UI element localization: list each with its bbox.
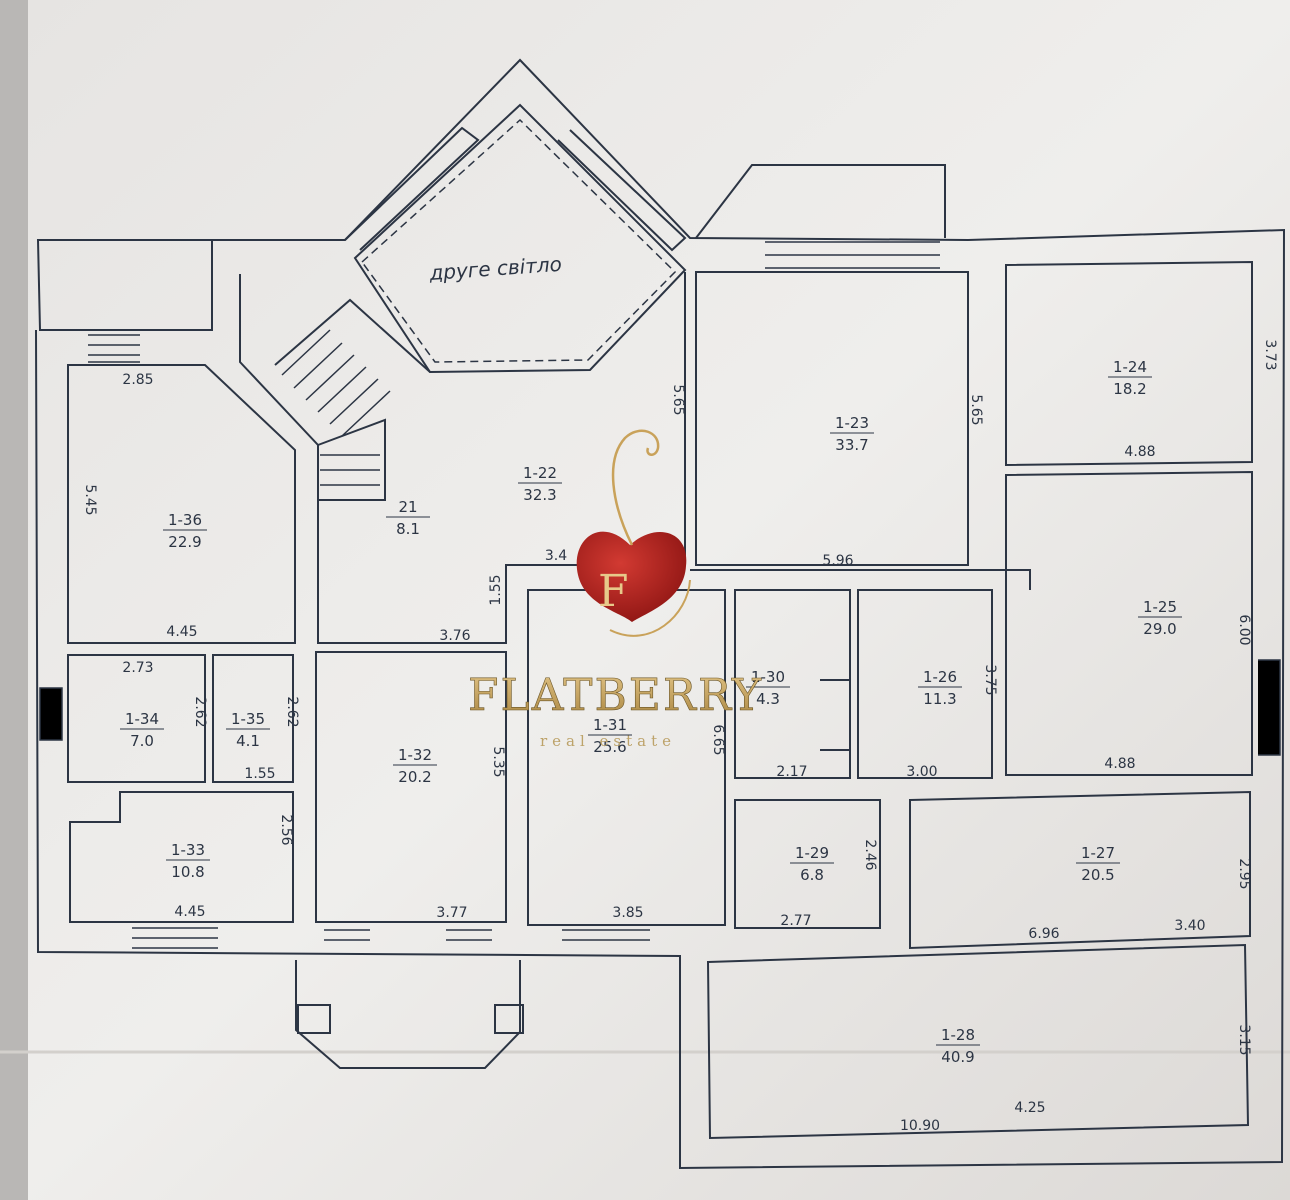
room-id: 21 (398, 498, 417, 516)
dimension-label: 2.17 (776, 764, 807, 780)
rooms: 1-22 32.3 1-23 33.7 1-24 18.2 1-25 29.0 1-26 11.3… (120, 358, 1182, 1066)
room-area: 11.3 (923, 690, 956, 708)
dimension-label: 3.15 (1236, 1024, 1252, 1055)
room-area: 4.1 (236, 732, 260, 750)
room-id: 1-25 (1143, 598, 1177, 616)
room-id: 1-22 (523, 464, 557, 482)
watermark-tagline: real estate (540, 732, 676, 750)
room-id: 1-34 (125, 710, 159, 728)
room-area: 6.8 (800, 866, 824, 884)
berry-icon (576, 531, 687, 622)
dimension-label: 1.55 (488, 574, 504, 605)
dimension-label: 10.90 (900, 1118, 940, 1134)
room-area: 7.0 (130, 732, 154, 750)
room-area: 25.6 (593, 738, 626, 756)
room-area: 8.1 (396, 520, 420, 538)
dimension-label: 2.62 (192, 696, 208, 727)
room-id: 1-23 (835, 414, 869, 432)
room-area: 40.9 (941, 1048, 974, 1066)
room-id: 1-30 (751, 668, 785, 686)
walls (35, 58, 1286, 1170)
dimension-label: 5.45 (82, 484, 98, 515)
room-id: 1-35 (231, 710, 265, 728)
dimension-label: 5.65 (670, 384, 686, 415)
room-area: 10.8 (171, 863, 204, 881)
dimension-label: 1.55 (244, 766, 275, 782)
dimension-label: 3.75 (982, 664, 998, 695)
room-id: 1-28 (941, 1026, 975, 1044)
dimension-label: 2.46 (862, 839, 878, 870)
paper-left-edge (0, 0, 28, 1200)
dimension-label: 2.62 (284, 696, 300, 727)
dimension-label: 3.76 (439, 628, 470, 644)
dimension-label: 5.35 (490, 746, 506, 777)
berry-stem-icon (611, 429, 660, 546)
room-id: 1-24 (1113, 358, 1147, 376)
dimension-label: 5.65 (968, 394, 984, 425)
dimension-label: 3.85 (612, 905, 643, 921)
dimension-label: 4.45 (174, 904, 205, 920)
dimension-label: 4.88 (1104, 756, 1135, 772)
dimension-label: 2.85 (122, 372, 153, 388)
dimension-label: 4.25 (1014, 1100, 1045, 1116)
room-id: 1-32 (398, 746, 432, 764)
room-area: 20.2 (398, 768, 431, 786)
dimension-label: 2.95 (1236, 858, 1252, 889)
dimension-label: 6.65 (710, 724, 726, 755)
watermark-brand: FLATBERRY (468, 670, 763, 721)
dimensions: 2.85 5.45 4.45 2.73 2.62 2.62 1.55 4.45 2.56 3.76… (82, 339, 1278, 1134)
dimension-label: 6.96 (1028, 926, 1059, 942)
dimension-label: 2.56 (278, 814, 294, 845)
room-id: 1-29 (795, 844, 829, 862)
room-id: 1-27 (1081, 844, 1115, 862)
room-area: 22.9 (168, 533, 201, 551)
room-area: 18.2 (1113, 380, 1146, 398)
dimension-label: 4.88 (1124, 444, 1155, 460)
watermark-monogram: F (598, 566, 629, 617)
room-id: 1-33 (171, 841, 205, 859)
room-area: 20.5 (1081, 866, 1114, 884)
room-id: 1-31 (593, 716, 627, 734)
watermark-logo: F FLATBERRY real estate (468, 429, 763, 750)
dimension-label: 6.00 (1236, 614, 1252, 645)
dimension-label: 3.40 (1174, 918, 1205, 934)
room-area: 4.3 (756, 690, 780, 708)
window-hatches (39, 241, 1281, 949)
dimension-label: 2.77 (780, 913, 811, 929)
dimension-label: 2.73 (122, 660, 153, 676)
dimension-label: 3.73 (1262, 339, 1278, 370)
dimension-label: 3.00 (906, 764, 937, 780)
dimension-label: 3.77 (436, 905, 467, 921)
dimension-label: 3.4 (545, 548, 567, 564)
staircase-treads (281, 329, 391, 486)
room-area: 32.3 (523, 486, 556, 504)
room-id: 1-36 (168, 511, 202, 529)
dimension-label: 4.45 (166, 624, 197, 640)
room-id: 1-26 (923, 668, 957, 686)
room-area: 29.0 (1143, 620, 1176, 638)
room-area: 33.7 (835, 436, 868, 454)
dimension-label: 5.96 (822, 553, 853, 569)
